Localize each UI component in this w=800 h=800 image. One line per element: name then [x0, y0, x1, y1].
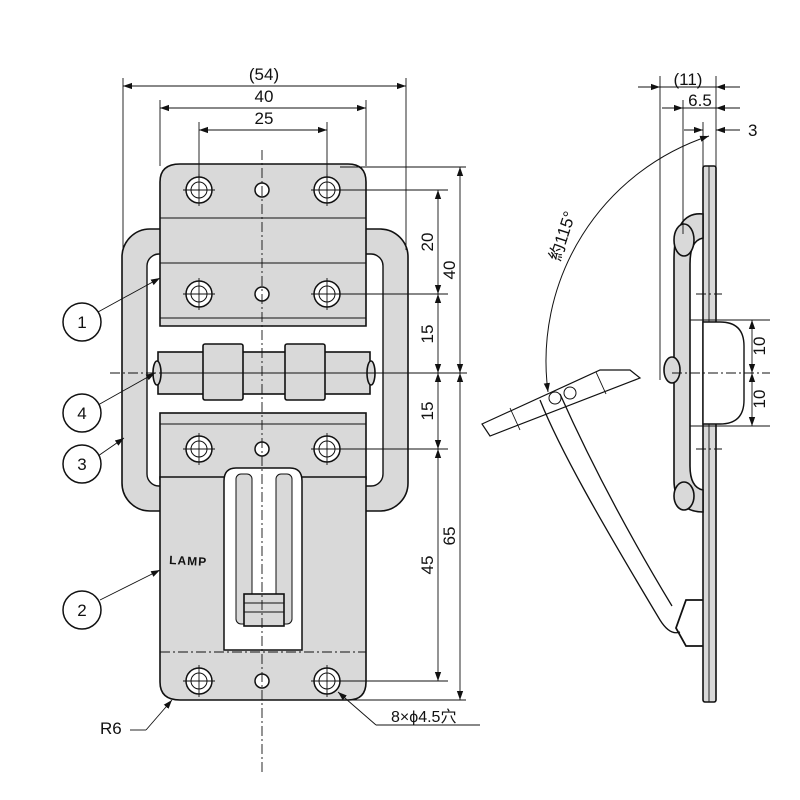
dim-width-25: 25 [255, 109, 274, 128]
dim-angle: 約115° [546, 209, 580, 263]
top-plate [159, 163, 367, 327]
callout-circle-4 [62, 393, 102, 433]
dim-65: 65 [440, 527, 459, 546]
side-view: 約115° [481, 135, 770, 703]
side-hook [675, 599, 703, 647]
dim-20: 20 [418, 233, 437, 252]
callout-circle-1 [62, 302, 102, 342]
dim-radius: R6 [100, 719, 122, 738]
side-dimensions: (11) 6.5 3 10 10 [638, 70, 769, 426]
mounting-holes [183, 174, 343, 697]
brand-mark: LAMP [169, 553, 208, 569]
dim-15-upper: 15 [418, 325, 437, 344]
dim-side-6-5: 6.5 [688, 91, 712, 110]
open-position-phantom [481, 369, 681, 634]
dim-side-overall: (11) [674, 70, 703, 89]
dim-40-vertical: 40 [440, 261, 459, 280]
dim-45: 45 [418, 556, 437, 575]
hinge-knuckles [152, 343, 376, 401]
callout-label-2: 2 [77, 601, 86, 620]
center-lines [110, 150, 470, 772]
dim-15-lower: 15 [418, 402, 437, 421]
dim-width-overall: (54) [249, 65, 279, 84]
front-view: LAMP [110, 150, 470, 772]
callout-label-3: 3 [77, 455, 86, 474]
dim-side-10-upper: 10 [750, 337, 769, 356]
callouts: 1 4 3 2 [62, 277, 161, 630]
angle-arc [543, 135, 710, 393]
callout-circle-3 [62, 444, 102, 484]
dim-side-3: 3 [748, 121, 757, 140]
callout-label-4: 4 [77, 404, 86, 423]
hook-slot [223, 467, 303, 651]
front-dimensions: (54) 40 25 20 15 15 45 40 65 [100, 65, 480, 738]
side-base-plate [702, 165, 717, 703]
dim-width-40: 40 [255, 87, 274, 106]
callout-label-1: 1 [77, 313, 86, 332]
callout-circle-2 [62, 590, 102, 630]
dim-holes-note: 8×ϕ4.5穴 [391, 708, 456, 726]
dim-side-10-lower: 10 [750, 390, 769, 409]
